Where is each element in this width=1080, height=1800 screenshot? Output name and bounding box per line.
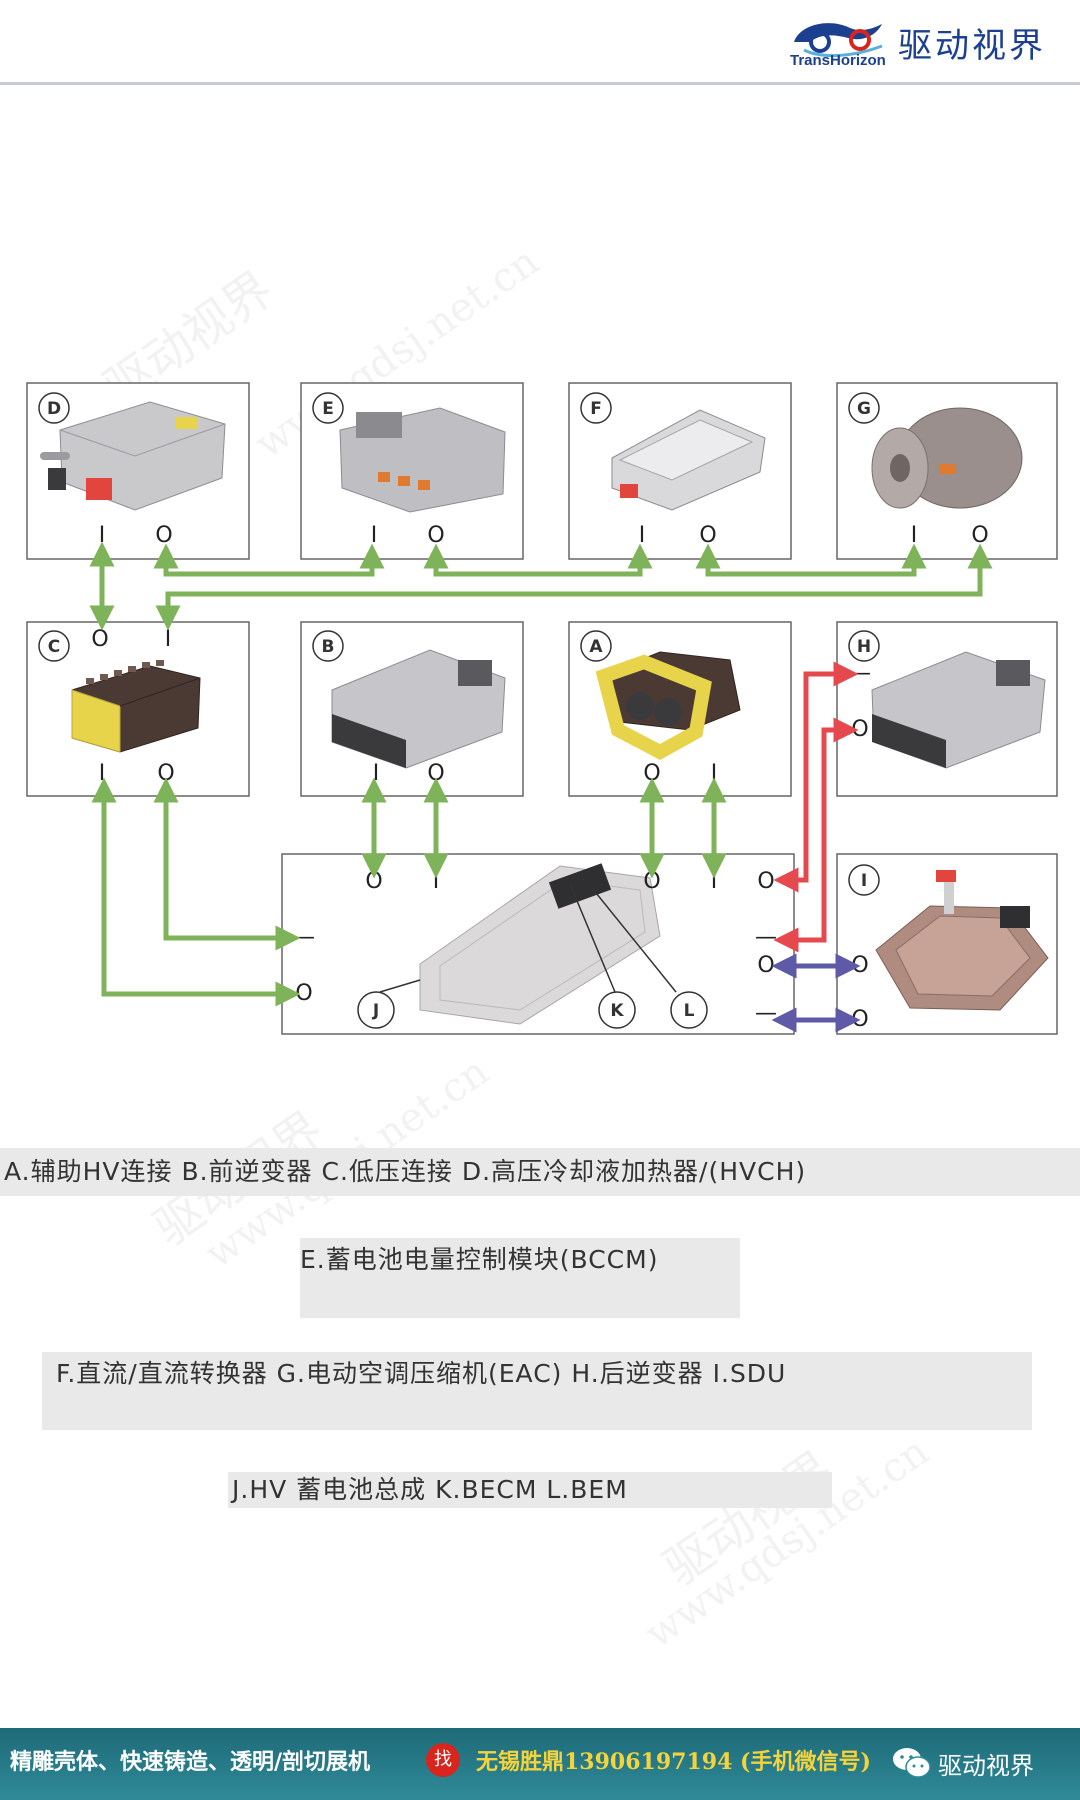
terminal-symbol: O — [971, 523, 988, 548]
terminal-symbol: I — [433, 869, 440, 894]
brand-title: 驱动视界 — [898, 26, 1046, 66]
terminal-symbol: I — [371, 523, 378, 548]
hvch-illustration — [40, 401, 226, 511]
footer-banner: 精雕壳体、快速铸造、透明/剖切展机 找 无锡胜鼎13906197194 (手机微… — [0, 1728, 1080, 1800]
box-label: A — [589, 637, 603, 657]
legend-line-4: J.HV 蓄电池总成 K.BECM L.BEM — [228, 1472, 832, 1508]
terminal-symbol: I — [911, 523, 918, 548]
terminal-symbol: I — [639, 523, 646, 548]
box-label: C — [48, 637, 60, 657]
terminal-symbol: O — [851, 717, 868, 742]
terminal-symbol: O — [91, 627, 108, 652]
link-j-h — [773, 717, 859, 953]
terminal-symbol: — — [293, 925, 315, 950]
legend-line-2: E.蓄电池电量控制模块(BCCM) — [300, 1238, 740, 1318]
hv-battery-illustration — [379, 863, 677, 1025]
aux-hv-connector-illustration — [595, 651, 741, 760]
header-divider — [0, 82, 1080, 85]
box-label: D — [47, 399, 61, 419]
terminal-symbol: I — [99, 761, 106, 786]
legend-line-3: F.直流/直流转换器 G.电动空调压缩机(EAC) H.后逆变器 I.SDU — [42, 1352, 1032, 1430]
terminal-symbol: I — [711, 869, 718, 894]
terminal-symbol: O — [851, 953, 868, 978]
footer-brand: 驱动视界 — [938, 1752, 1034, 1780]
terminal-symbol: O — [295, 981, 312, 1006]
box-label: B — [322, 637, 335, 657]
terminal-symbol: I — [711, 761, 718, 786]
eac-illustration — [871, 407, 1023, 509]
legend-line-1: A.辅助HV连接 B.前逆变器 C.低压连接 D.高压冷却液加热器/(HVCH) — [0, 1148, 1080, 1196]
terminal-symbol: I — [99, 523, 106, 548]
box-label: L — [684, 1001, 695, 1021]
transhorizon-logo-icon — [794, 23, 883, 58]
sdu-illustration — [875, 870, 1049, 1011]
terminal-symbol: — — [849, 661, 871, 686]
terminal-symbol: O — [643, 869, 660, 894]
terminal-symbol: O — [365, 869, 382, 894]
terminal-symbol: O — [427, 523, 444, 548]
wechat-icon — [893, 1748, 931, 1778]
link-c-g — [155, 543, 993, 631]
box-label: G — [857, 399, 871, 419]
box-label: F — [590, 399, 602, 419]
terminal-symbol: O — [155, 523, 172, 548]
box-label: K — [610, 1001, 624, 1021]
terminal-symbol: O — [851, 1007, 868, 1032]
logo-text: TransHorizon — [790, 52, 886, 69]
rear-inverter-illustration — [871, 651, 1046, 769]
footer-contact-text: 无锡胜鼎13906197194 (手机微信号) — [476, 1749, 871, 1775]
box-label: J — [372, 1001, 379, 1021]
link-c-j — [153, 777, 301, 951]
box-label: E — [322, 399, 334, 419]
terminal-symbol: I — [165, 627, 172, 652]
box-label: H — [857, 637, 871, 657]
terminal-symbol: — — [755, 925, 777, 950]
terminal-symbol: O — [699, 523, 716, 548]
lv-connector-illustration — [71, 660, 201, 753]
terminal-symbol: O — [427, 761, 444, 786]
terminal-symbol: I — [373, 761, 380, 786]
header: TransHorizon 驱动视界 — [0, 0, 1080, 84]
box-label: I — [861, 871, 867, 891]
link-c-j — [91, 777, 301, 1007]
terminal-symbol: O — [157, 761, 174, 786]
find-badge: 找 — [426, 1743, 460, 1777]
terminal-symbol: — — [755, 1001, 777, 1026]
terminal-symbol: O — [757, 953, 774, 978]
footer-services-text: 精雕壳体、快速铸造、透明/剖切展机 — [10, 1749, 371, 1775]
hv-system-diagram: D E F G C B A H I J K L I O I O I O I O … — [26, 382, 1058, 1035]
dcdc-converter-illustration — [611, 409, 766, 511]
bccm-illustration — [339, 407, 506, 513]
terminal-symbol: O — [757, 869, 774, 894]
front-inverter-illustration — [331, 649, 506, 769]
terminal-symbol: O — [643, 761, 660, 786]
